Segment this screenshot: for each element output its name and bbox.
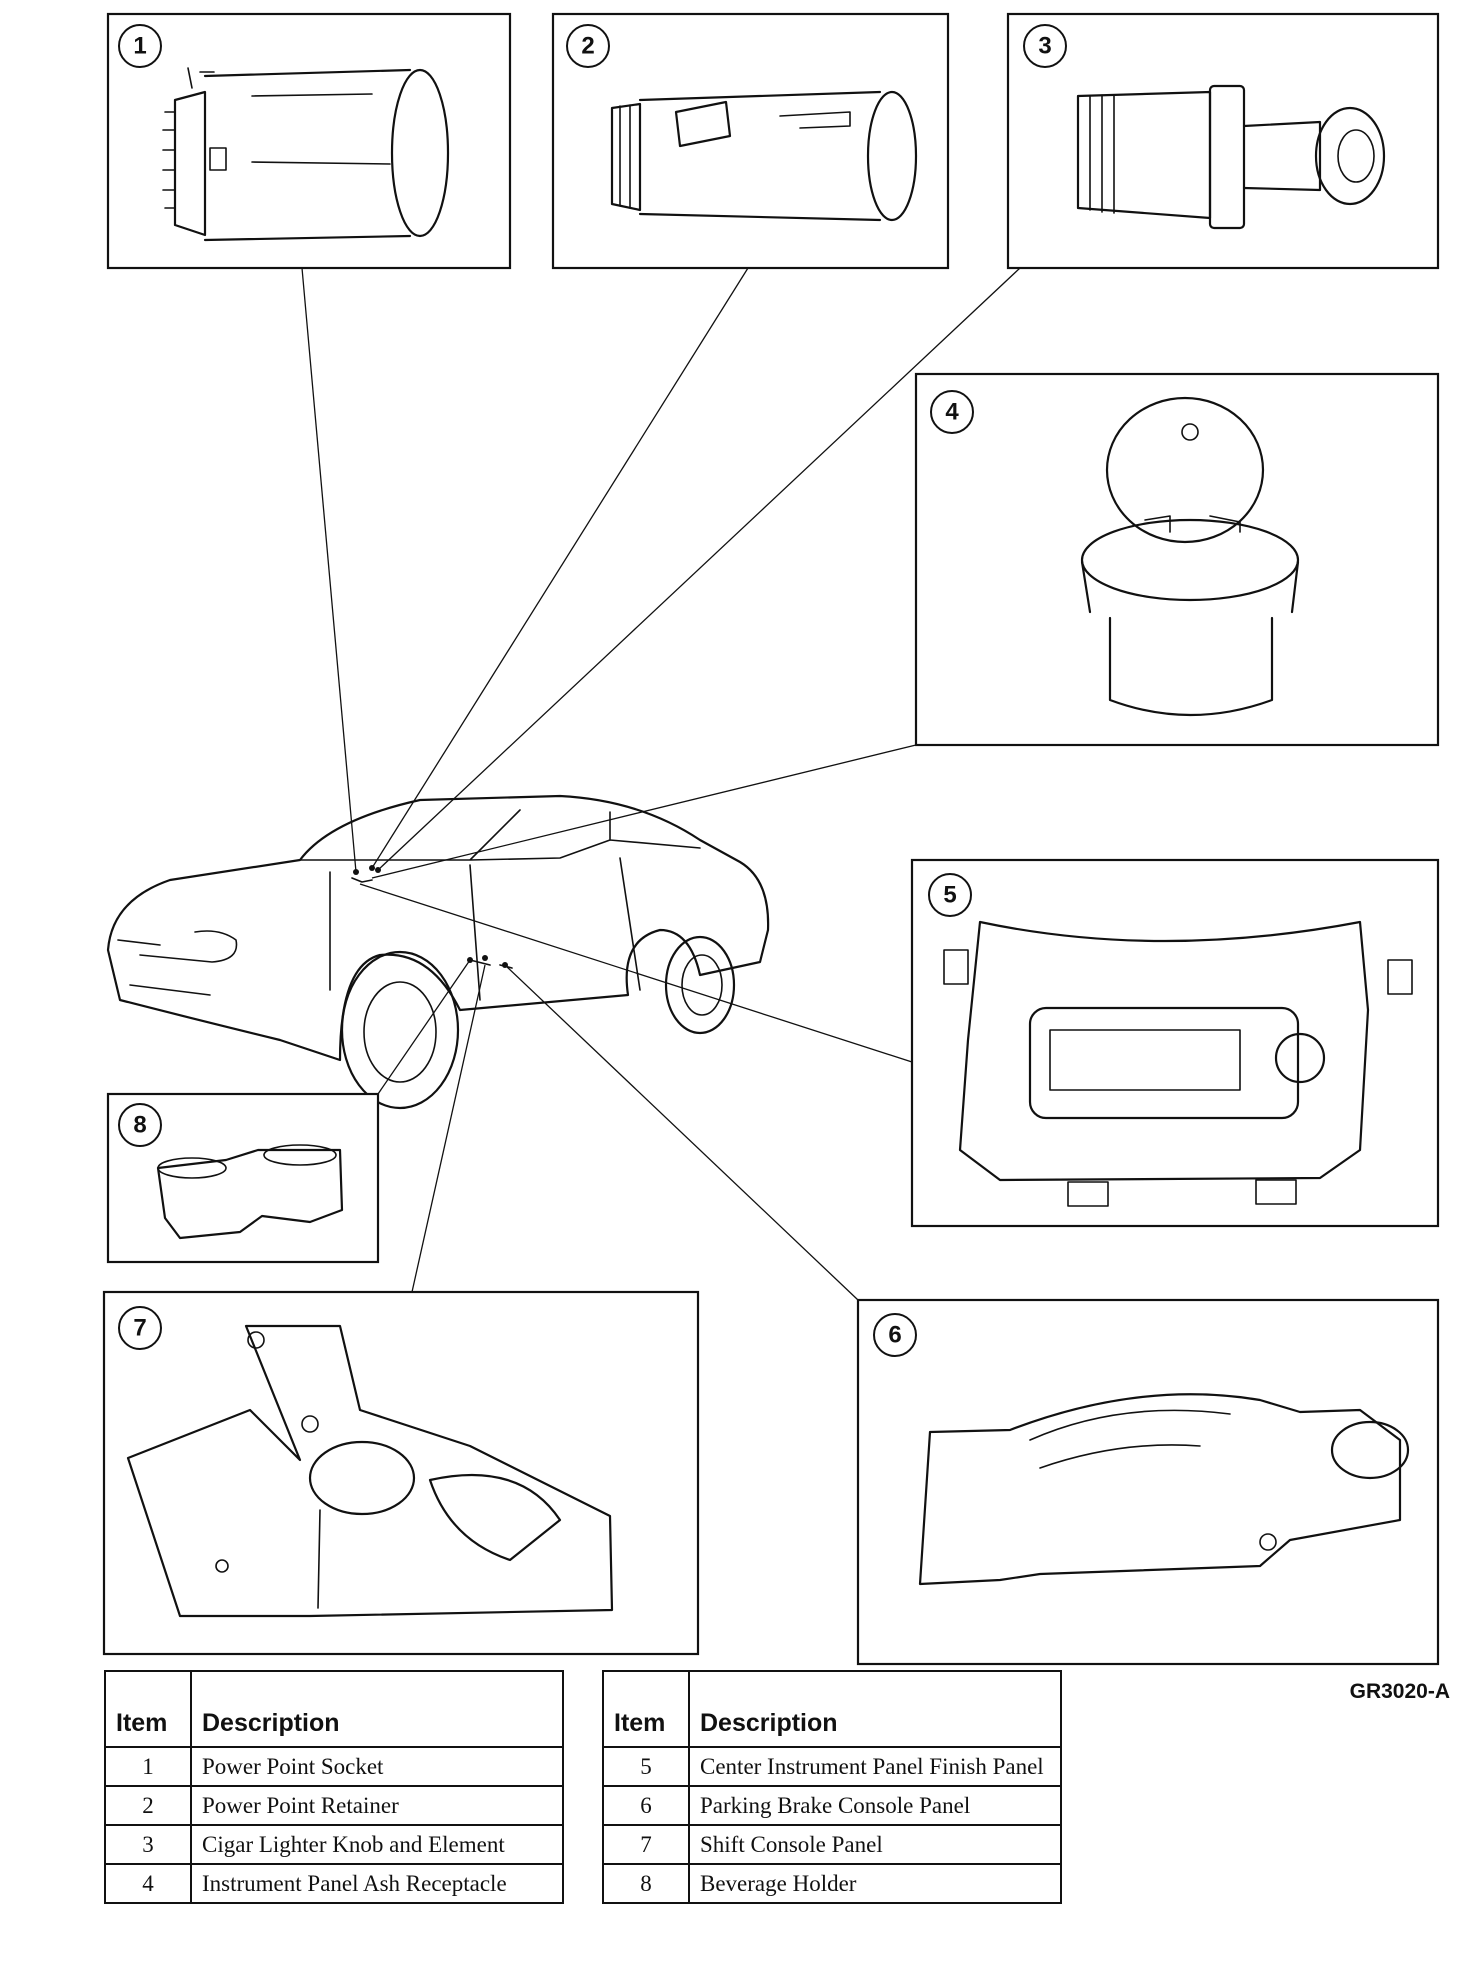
legend-item-number: 1 (104, 1746, 192, 1787)
panel-cigar-lighter-knob: 3 (1006, 12, 1440, 270)
ash-receptacle-illustration (1080, 396, 1300, 717)
cigar-lighter-illustration (1076, 84, 1386, 230)
legend-item-description: Cigar Lighter Knob and Element (190, 1824, 564, 1865)
legend-row: 7 Shift Console Panel (602, 1824, 1062, 1865)
vehicle-illustration (106, 794, 770, 1110)
callout-3: 3 (1038, 33, 1051, 60)
power-point-retainer-illustration (610, 90, 918, 222)
legend-item-description: Parking Brake Console Panel (688, 1785, 1062, 1826)
legend-header-row: Item Description (602, 1670, 1062, 1748)
legend-row: 5 Center Instrument Panel Finish Panel (602, 1746, 1062, 1787)
item-column-header: Item (104, 1670, 192, 1748)
callout-2: 2 (581, 33, 594, 60)
callout-1: 1 (133, 33, 146, 60)
panel-parking-brake-console: 6 (856, 1298, 1440, 1666)
panel-beverage-holder: 8 (106, 1092, 380, 1264)
legend-item-number: 5 (602, 1746, 690, 1787)
legend-row: 3 Cigar Lighter Knob and Element (104, 1824, 564, 1865)
finish-panel-illustration (943, 920, 1413, 1207)
callout-7: 7 (133, 1315, 146, 1342)
legend-table-items-5-8: Item Description 5 Center Instrument Pan… (602, 1670, 1062, 1904)
callout-5: 5 (943, 882, 956, 909)
legend-item-description: Instrument Panel Ash Receptacle (190, 1863, 564, 1904)
legend-item-number: 4 (104, 1863, 192, 1904)
legend-item-number: 3 (104, 1824, 192, 1865)
panel-shift-console: 7 (102, 1290, 700, 1656)
legend-row: 6 Parking Brake Console Panel (602, 1785, 1062, 1826)
callout-8: 8 (133, 1112, 146, 1139)
legend-header-row: Item Description (104, 1670, 564, 1748)
description-column-header: Description (190, 1670, 564, 1748)
panel-ash-receptacle: 4 (914, 372, 1440, 747)
leader-lines (301, 267, 1021, 1301)
shift-console-illustration (126, 1324, 614, 1618)
legend-item-description: Shift Console Panel (688, 1824, 1062, 1865)
legend-table-items-1-4: Item Description 1 Power Point Socket 2 … (104, 1670, 564, 1904)
legend-item-number: 6 (602, 1785, 690, 1826)
parking-brake-console-illustration (918, 1393, 1410, 1586)
panel-center-finish-panel: 5 (910, 858, 1440, 1228)
legend-item-description: Beverage Holder (688, 1863, 1062, 1904)
legend-item-number: 7 (602, 1824, 690, 1865)
figure-code: GR3020-A (1349, 1680, 1450, 1703)
legend-item-description: Power Point Retainer (190, 1785, 564, 1826)
panel-power-point-socket: 1 (106, 12, 512, 270)
power-point-socket-illustration (162, 67, 450, 242)
legend-row: 4 Instrument Panel Ash Receptacle (104, 1863, 564, 1904)
legend-item-number: 2 (104, 1785, 192, 1826)
callout-4: 4 (945, 399, 959, 426)
callout-6: 6 (888, 1322, 901, 1349)
legend-item-number: 8 (602, 1863, 690, 1904)
legend-item-description: Center Instrument Panel Finish Panel (688, 1746, 1062, 1787)
legend-row: 2 Power Point Retainer (104, 1785, 564, 1826)
legend-row: 1 Power Point Socket (104, 1746, 564, 1787)
legend-row: 8 Beverage Holder (602, 1863, 1062, 1904)
item-column-header: Item (602, 1670, 690, 1748)
description-column-header: Description (688, 1670, 1062, 1748)
beverage-holder-illustration (156, 1144, 344, 1240)
legend-item-description: Power Point Socket (190, 1746, 564, 1787)
panel-power-point-retainer: 2 (551, 12, 950, 270)
